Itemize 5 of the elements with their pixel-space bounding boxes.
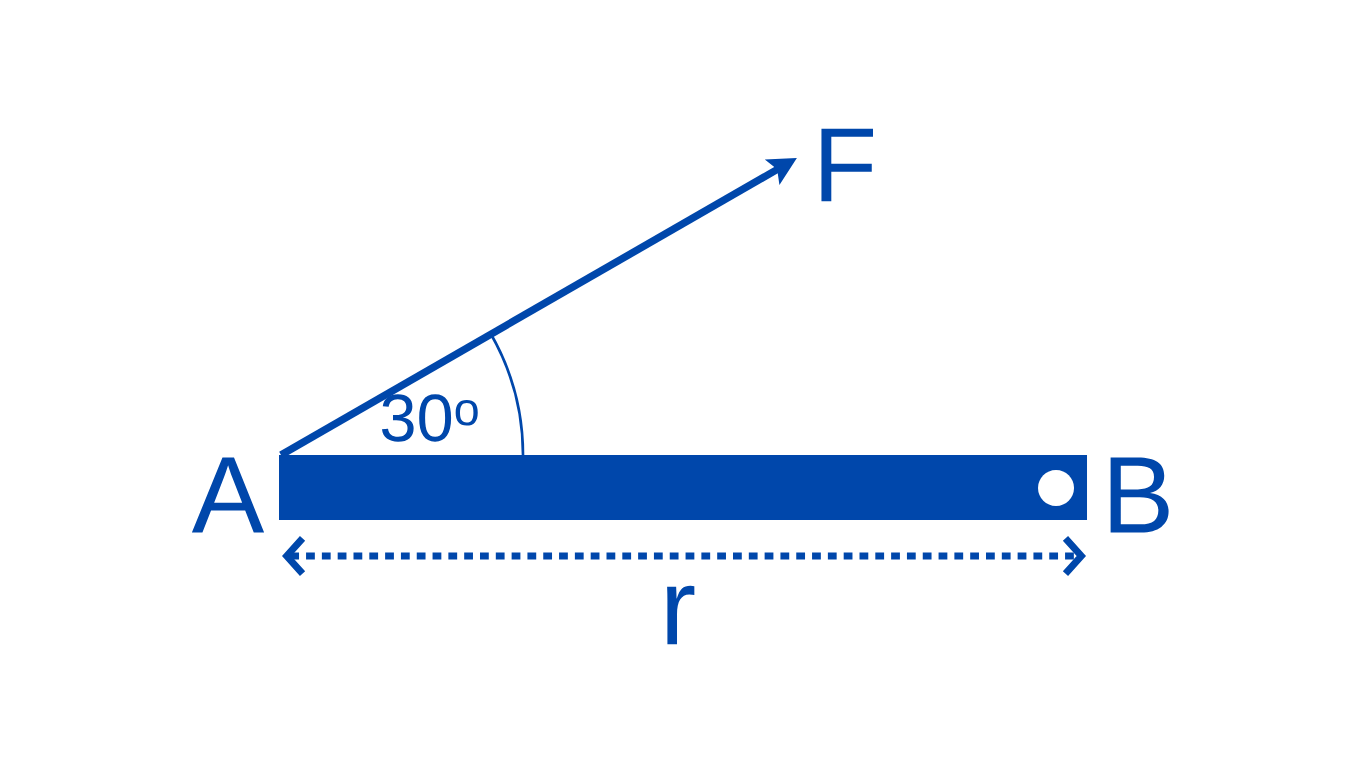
point-label: A <box>191 457 265 533</box>
angle-label: 30$^{o}$ <box>381 394 478 442</box>
point-label: B <box>1110 457 1169 533</box>
dimension-label: r <box>667 585 695 645</box>
force-label: F <box>821 128 873 202</box>
